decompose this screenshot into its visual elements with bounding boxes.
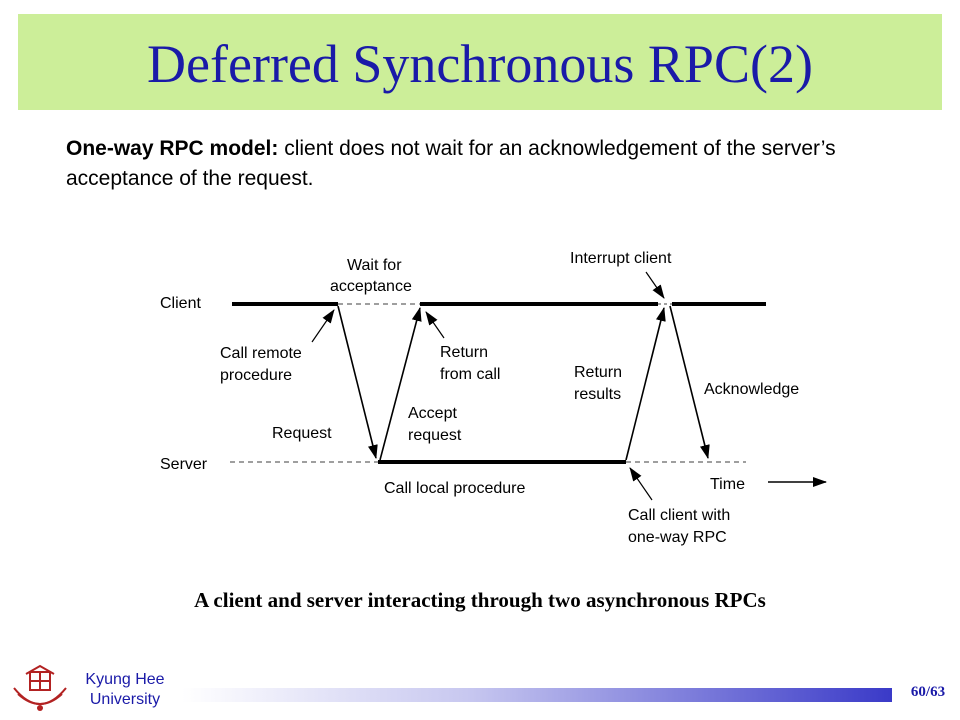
page-number: 60/63 bbox=[910, 684, 946, 700]
request-label: Request bbox=[272, 425, 332, 442]
client-label: Client bbox=[160, 295, 201, 312]
return-results-line2: results bbox=[574, 386, 621, 403]
call-client-line1: Call client with bbox=[628, 507, 730, 524]
return-results-arrow bbox=[625, 307, 666, 461]
return-from-call-line1: Return bbox=[440, 344, 488, 361]
intro-text: One-way RPC model: client does not wait … bbox=[66, 134, 946, 194]
call-client-pointer bbox=[629, 467, 653, 501]
university-name: Kyung Hee University bbox=[70, 670, 180, 710]
university-name-line1: Kyung Hee bbox=[85, 671, 165, 688]
slide-title: Deferred Synchronous RPC(2) bbox=[147, 34, 813, 94]
request-arrow bbox=[337, 305, 378, 459]
interrupt-client-label: Interrupt client bbox=[570, 250, 672, 267]
return-results-line1: Return bbox=[574, 364, 622, 381]
footer-accent-bar bbox=[182, 688, 892, 702]
return-from-call-line2: from call bbox=[440, 366, 500, 383]
intro-bold: One-way RPC model: bbox=[66, 137, 279, 160]
return-call-pointer bbox=[425, 311, 445, 339]
university-logo-icon bbox=[13, 664, 67, 711]
acknowledge-arrow bbox=[669, 305, 710, 459]
accept-request-line2: request bbox=[408, 427, 462, 444]
accept-request-line1: Accept bbox=[408, 405, 457, 422]
call-client-line2: one-way RPC bbox=[628, 529, 727, 546]
accept-arrow bbox=[379, 307, 422, 461]
acknowledge-label: Acknowledge bbox=[704, 381, 799, 398]
figure-caption: A client and server interacting through … bbox=[194, 588, 766, 612]
interrupt-pointer bbox=[645, 271, 665, 299]
call-remote-line2: procedure bbox=[220, 367, 292, 384]
call-local-procedure-label: Call local procedure bbox=[384, 480, 526, 497]
intro-body: client does not wait for an acknowledgem… bbox=[66, 137, 836, 190]
call-remote-line1: Call remote bbox=[220, 345, 302, 362]
server-label: Server bbox=[160, 456, 208, 473]
time-label: Time bbox=[710, 476, 745, 493]
title-bar: Deferred Synchronous RPC(2) bbox=[18, 14, 942, 110]
university-name-line2: University bbox=[89, 691, 161, 708]
wait-for-acceptance-line2: acceptance bbox=[330, 278, 412, 295]
call-remote-pointer bbox=[311, 309, 335, 343]
wait-for-acceptance-line1: Wait for bbox=[347, 257, 402, 274]
